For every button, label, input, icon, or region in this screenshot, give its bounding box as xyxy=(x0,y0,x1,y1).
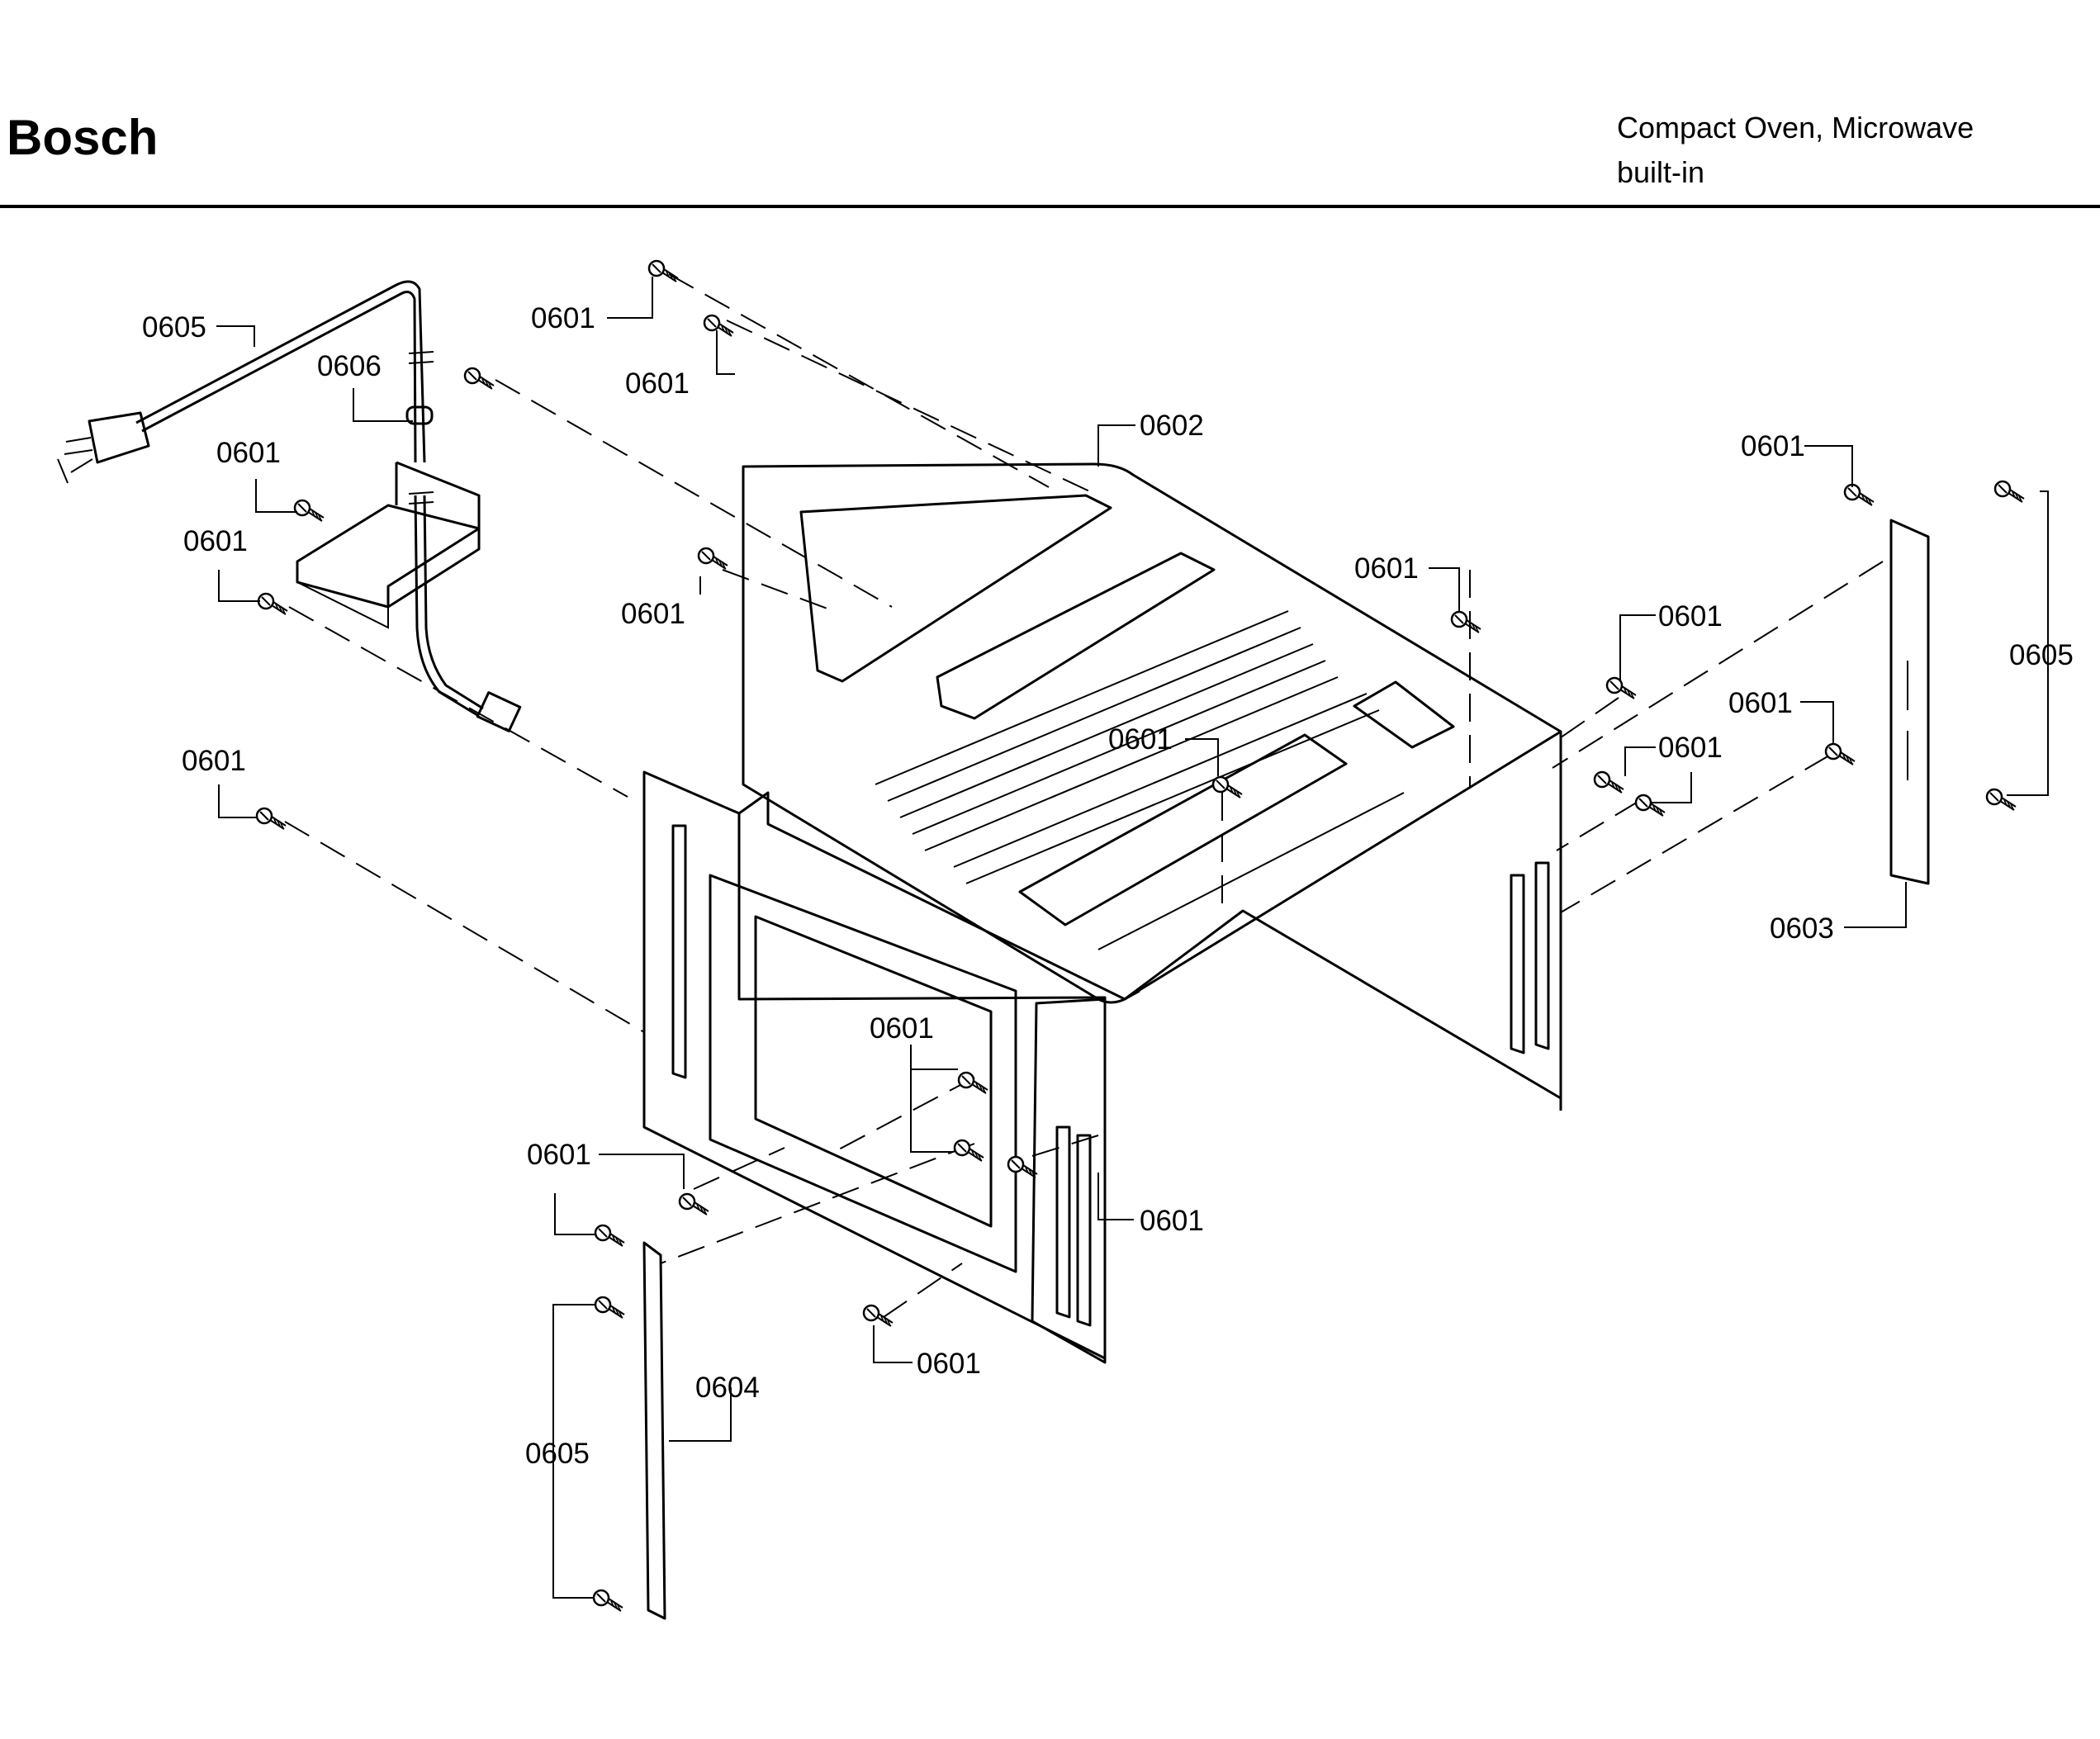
screw-icon xyxy=(594,1296,626,1320)
callout-screw-right-b: 0601 xyxy=(1728,687,1793,719)
screw-icon xyxy=(592,1589,624,1613)
screw-icon xyxy=(703,314,735,338)
callout-screw-right-mid: 0601 xyxy=(1658,600,1723,633)
power-cord xyxy=(57,280,522,732)
screw-icon xyxy=(255,807,287,831)
callout-screw-right-c: 0601 xyxy=(1658,732,1723,764)
product-line-2: built-in xyxy=(1617,155,1705,189)
screw-icon xyxy=(647,259,680,283)
screw-icon xyxy=(1843,483,1875,507)
screw-icon xyxy=(1450,610,1482,634)
screw-icon xyxy=(293,499,325,523)
callout-rail-right: 0603 xyxy=(1770,912,1834,945)
screw-icon xyxy=(594,1224,626,1248)
callout-rail-right-screws: 0605 xyxy=(2009,639,2074,671)
cabinet-side-ribs xyxy=(671,824,1550,1327)
callout-screw-top-center: 0601 xyxy=(621,598,685,630)
callout-rail-left: 0604 xyxy=(695,1372,760,1404)
screw-icon xyxy=(1993,480,2026,504)
screw-icon xyxy=(862,1304,894,1328)
callout-screw-bottom-b: 0601 xyxy=(917,1348,981,1380)
callout-screw-rail-r-top: 0601 xyxy=(1741,430,1805,462)
product-line-1: Compact Oven, Microwave xyxy=(1617,111,1974,145)
cabinet-top-ribs xyxy=(799,494,1455,950)
screw-icon xyxy=(257,592,289,616)
callout-screw-center: 0601 xyxy=(1108,723,1173,756)
callout-screw-front-mid: 0601 xyxy=(870,1012,934,1045)
screws xyxy=(255,259,2026,1613)
screw-icon xyxy=(697,547,729,571)
screw-icon xyxy=(1605,676,1638,700)
callout-screw-top-left: 0601 xyxy=(531,302,595,334)
callout-screw-top-mid: 0601 xyxy=(625,367,690,400)
callout-cabinet: 0602 xyxy=(1140,410,1204,442)
callout-labels: 0605 0606 0601 0601 0601 0601 0601 0601 … xyxy=(142,302,2074,1470)
cord-bracket xyxy=(296,461,481,629)
callout-screw-bottom-a: 0601 xyxy=(527,1139,591,1171)
callout-screw-left-side: 0601 xyxy=(182,745,246,777)
screw-icon xyxy=(1634,794,1666,817)
screw-icon xyxy=(1007,1155,1039,1179)
callout-screw-right-top: 0601 xyxy=(1354,552,1419,585)
rail-right xyxy=(1889,519,1930,885)
screw-icon xyxy=(1824,742,1856,766)
callout-screw-bracket-a: 0601 xyxy=(216,437,281,469)
screw-icon xyxy=(1985,788,2017,812)
callout-cord-clamp: 0606 xyxy=(317,350,382,382)
brand-title: Bosch xyxy=(7,110,159,165)
callout-rail-left-screws: 0605 xyxy=(525,1438,590,1470)
leader-lines xyxy=(216,277,2049,1599)
screw-icon xyxy=(678,1192,710,1216)
cabinet-shell xyxy=(642,462,1562,1364)
rail-left xyxy=(642,1241,666,1620)
assembly-lines xyxy=(284,273,1884,1318)
product-description: Compact Oven, Microwave built-in xyxy=(1617,106,1974,195)
callout-screw-bracket-b: 0601 xyxy=(183,525,248,557)
screw-icon xyxy=(957,1071,989,1095)
screw-icon xyxy=(953,1139,985,1163)
header-rule xyxy=(0,205,2100,208)
screw-icon xyxy=(1211,775,1244,799)
callout-screw-front-lower: 0601 xyxy=(1140,1205,1204,1237)
screw-icon xyxy=(463,367,495,391)
callout-cord: 0605 xyxy=(142,311,206,344)
screw-icon xyxy=(1593,770,1625,794)
